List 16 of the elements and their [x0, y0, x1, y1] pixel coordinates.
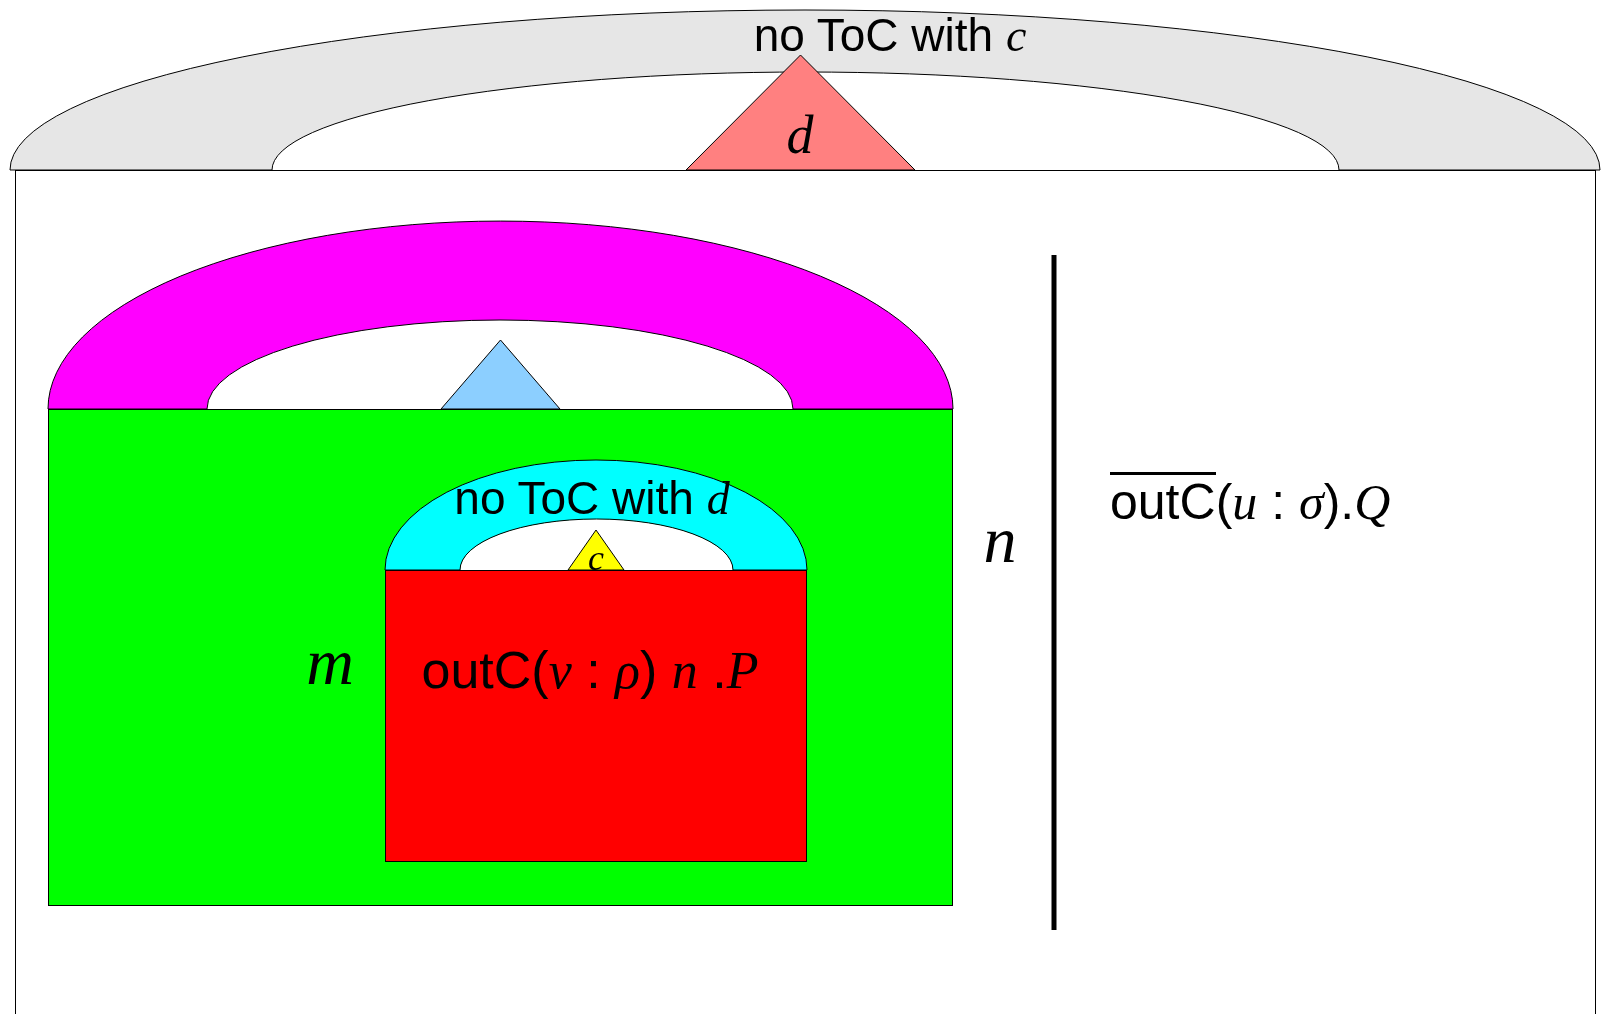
ambient-box [15, 170, 1596, 1014]
arch-shape [385, 460, 807, 570]
node-label: no ToC with d [454, 474, 730, 522]
node-label: outC(v : ρ) n .P [421, 643, 759, 697]
ambient-name: n [983, 507, 1017, 573]
node-label: no ToC with c [753, 11, 1027, 59]
arch-shape [10, 10, 1600, 170]
triangle-shape [441, 340, 560, 409]
node-label: d [786, 108, 814, 162]
process-term: (u : σ).Q [1215, 475, 1391, 530]
node-label: c [588, 540, 604, 576]
process-term: outC [1110, 472, 1216, 530]
triangle-shape [686, 55, 915, 170]
ambient-name: m [306, 629, 354, 695]
triangle-shape [568, 530, 624, 570]
arch-shape [48, 221, 953, 409]
